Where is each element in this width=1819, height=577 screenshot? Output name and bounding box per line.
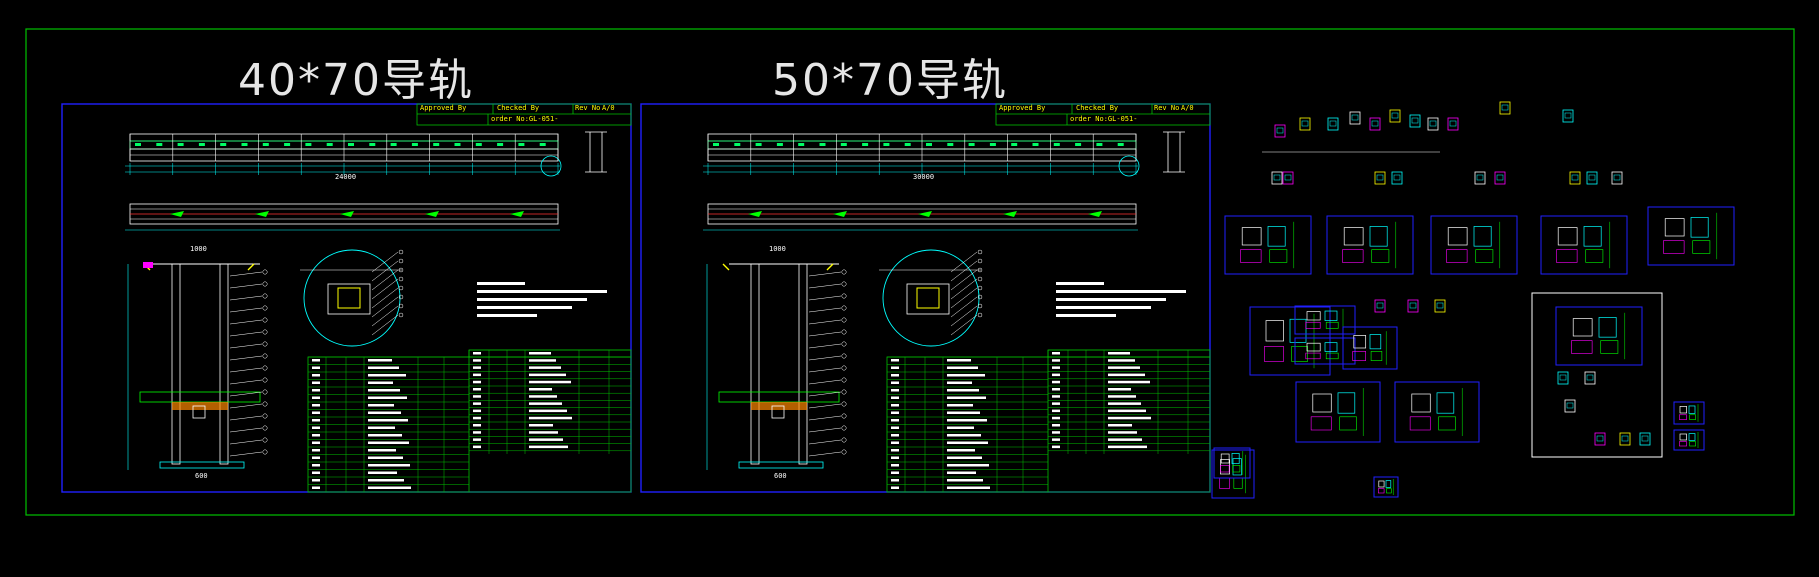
title-50x70-rail: 50*70导轨 [772, 55, 1008, 106]
conveyor-plan-right [703, 203, 1138, 231]
detail-view-left [300, 249, 402, 347]
approved-by-label-left: Approved By [420, 104, 467, 112]
detail-view-right [879, 249, 981, 347]
order-no-left: order No:GL-051- [491, 115, 559, 123]
title-block-left [416, 103, 632, 126]
rev-value-left: A/0 [602, 104, 615, 112]
conveyor-plan-left [125, 203, 560, 231]
conveyor-elevation-right [703, 131, 1185, 177]
dim-base-right: 600 [774, 472, 787, 480]
section-view-right [706, 263, 840, 470]
approved-by-label-right: Approved By [999, 104, 1046, 112]
order-no-right: order No:GL-051- [1070, 115, 1138, 123]
rev-no-label-right: Rev No [1154, 104, 1180, 112]
checked-by-label-right: Checked By [1076, 104, 1119, 112]
checked-by-label-left: Checked By [497, 104, 540, 112]
sheet-left[interactable] [61, 103, 632, 493]
notes-left [477, 282, 607, 317]
dim-width-right: 1000 [769, 245, 786, 253]
rev-value-right: A/0 [1181, 104, 1194, 112]
dim-total-length-right: 30000 [913, 173, 935, 181]
notes-right [1056, 282, 1186, 317]
conveyor-elevation-left [125, 131, 607, 177]
title-block-right [995, 103, 1211, 126]
title-40x70-rail: 40*70导轨 [238, 55, 474, 106]
generated-marks [129, 101, 1735, 499]
rev-no-label-left: Rev No [575, 104, 601, 112]
outer-frame [25, 28, 1795, 516]
dim-base-left: 600 [195, 472, 208, 480]
sheet-right[interactable] [640, 103, 1211, 493]
dim-width-left: 1000 [190, 245, 207, 253]
part-details-cluster[interactable] [1262, 151, 1663, 458]
bom-table-right [886, 349, 1211, 493]
bom-table-left [307, 349, 632, 493]
dim-total-length-left: 24000 [335, 173, 357, 181]
section-view-left [127, 262, 261, 470]
